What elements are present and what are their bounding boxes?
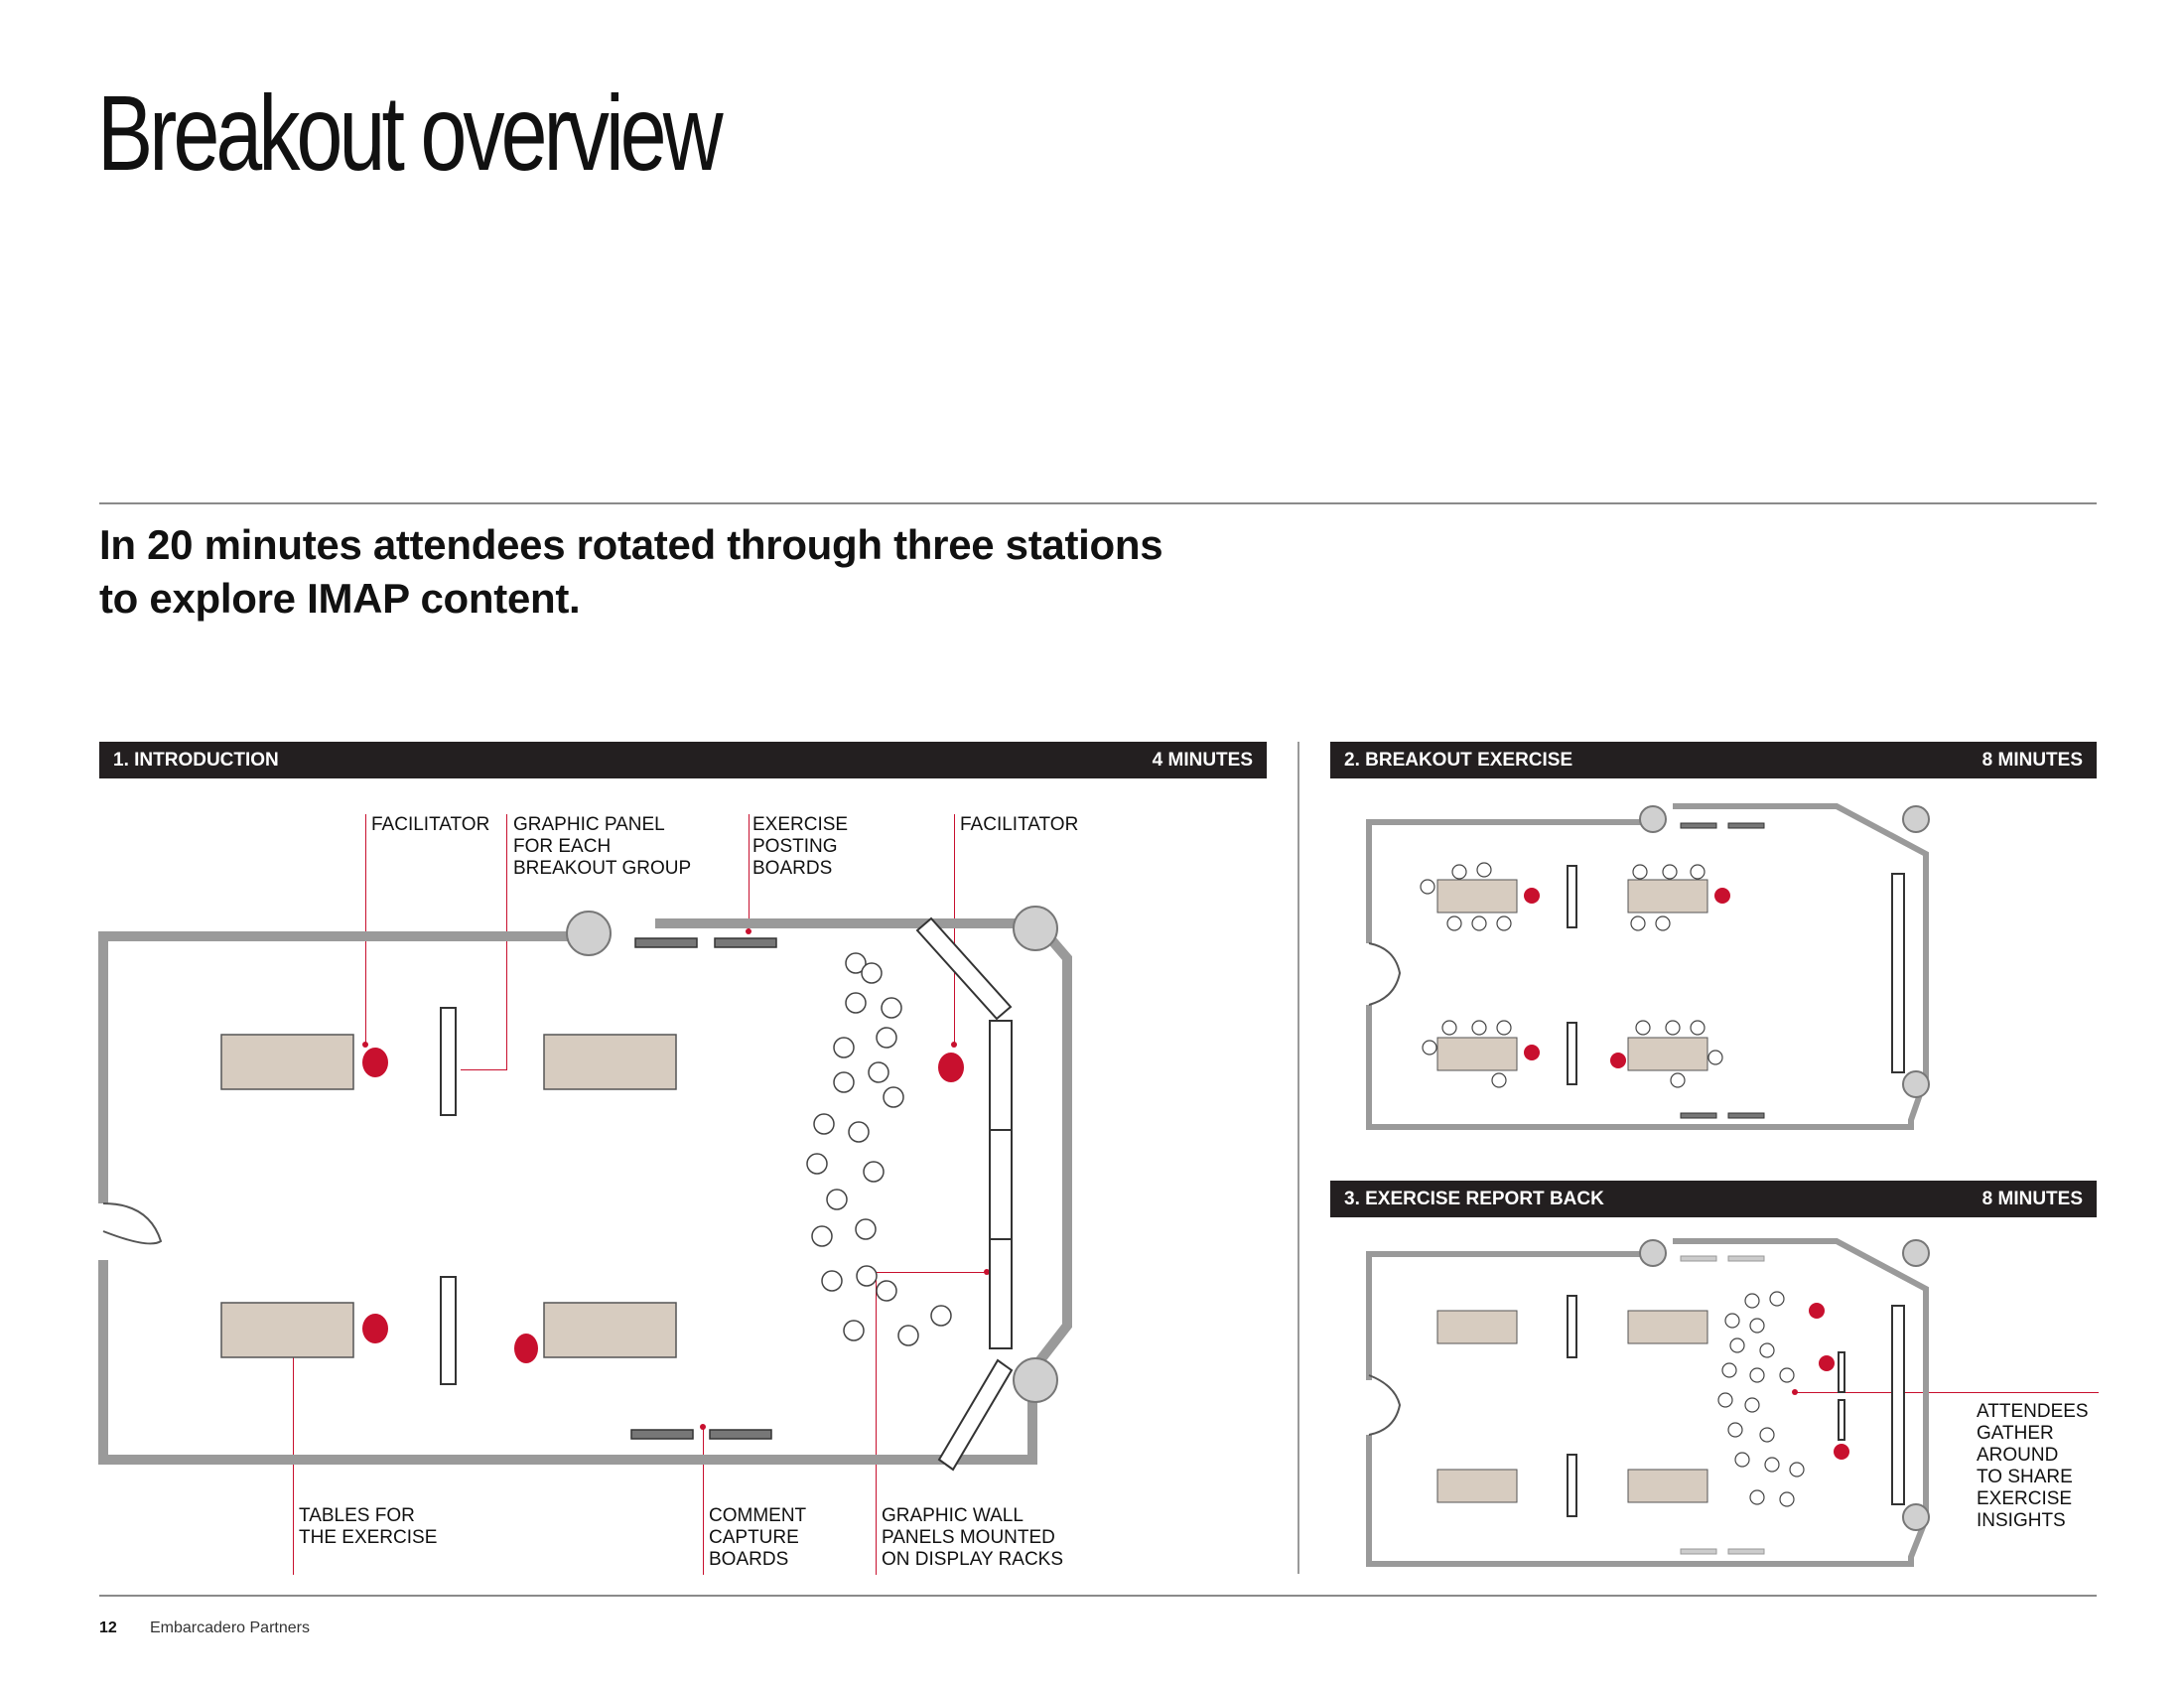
leader-dot [951, 1042, 957, 1048]
column-icon [1013, 1357, 1058, 1403]
leader-facilitator-left [365, 814, 366, 1045]
callout-graphic-wall: GRAPHIC WALL PANELS MOUNTED ON DISPLAY R… [882, 1505, 1064, 1570]
leader-dot [1792, 1389, 1798, 1395]
floor-plan-breakout [1365, 803, 1930, 1130]
station-1-header: 1. INTRODUCTION 4 MINUTES [99, 742, 1267, 778]
callout-exercise-boards: EXERCISE POSTING BOARDS [752, 814, 849, 879]
facilitator-icon [1809, 1303, 1849, 1460]
subtitle-line-1: In 20 minutes attendees rotated through … [99, 521, 1163, 568]
callout-attendees: ATTENDEES GATHER AROUND TO SHARE EXERCIS… [1977, 1401, 2089, 1531]
door-icon [102, 1202, 163, 1245]
floor-plan-report-back [1365, 1238, 1930, 1567]
table [1436, 1469, 1518, 1503]
callout-facilitator-right: FACILITATOR [960, 814, 1079, 835]
station-2-header: 2. BREAKOUT EXERCISE 8 MINUTES [1330, 742, 2097, 778]
leader-tables [293, 1331, 294, 1575]
column-divider [1297, 742, 1299, 1574]
station-1-name: 1. INTRODUCTION [113, 749, 279, 771]
attendee-icon [1717, 1291, 1805, 1507]
station-2-name: 2. BREAKOUT EXERCISE [1344, 749, 1573, 771]
door-icon [1368, 942, 1402, 1006]
graphic-panel [1567, 865, 1905, 1085]
column-icon [1639, 1239, 1667, 1267]
column-icon [1902, 1503, 1930, 1531]
table [1627, 1310, 1708, 1344]
column-icon [1639, 805, 1667, 833]
footer-company: Embarcadero Partners [150, 1619, 310, 1636]
column-icon [1902, 1239, 1930, 1267]
subtitle-line-2: to explore IMAP content. [99, 575, 581, 622]
page-title: Breakout overview [97, 72, 724, 193]
callout-comment-boards: COMMENT CAPTURE BOARDS [709, 1505, 807, 1570]
leader-comment-boards [703, 1427, 704, 1575]
page-number: 12 [99, 1619, 117, 1636]
leader-dot [984, 1269, 990, 1275]
table [543, 1302, 677, 1358]
table [1436, 1037, 1518, 1071]
leader-dot [362, 1042, 368, 1048]
attendee-icon [806, 952, 952, 1346]
station-3-name: 3. EXERCISE REPORT BACK [1344, 1188, 1604, 1209]
leader-attendees [1795, 1392, 2099, 1393]
table [1436, 1310, 1518, 1344]
table [1627, 1037, 1708, 1071]
table [1627, 1469, 1708, 1503]
leader-graphic-panel [506, 814, 507, 1069]
table [220, 1034, 354, 1090]
posting-board [1680, 822, 1765, 1119]
facilitator-icon [1524, 888, 1730, 1068]
station-3-header: 3. EXERCISE REPORT BACK 8 MINUTES [1330, 1181, 2097, 1217]
callout-tables: TABLES FOR THE EXERCISE [299, 1505, 438, 1548]
door-icon [1368, 1374, 1402, 1436]
table [1627, 879, 1708, 914]
table [1436, 879, 1518, 914]
table [543, 1034, 677, 1090]
callout-graphic-panel: GRAPHIC PANEL FOR EACH BREAKOUT GROUP [513, 814, 692, 879]
column-icon [1013, 906, 1058, 951]
leader-dot [746, 928, 751, 934]
table [220, 1302, 354, 1358]
leader-graphic-panel-h [461, 1069, 507, 1070]
posting-board [630, 937, 777, 1440]
attendee-icon [1420, 862, 1723, 1088]
leader-dot [700, 1424, 706, 1430]
graphic-panel [440, 1007, 457, 1385]
top-rule [99, 502, 2097, 504]
station-3-duration: 8 MINUTES [1981, 1188, 2083, 1209]
graphic-panel [1567, 1295, 1905, 1517]
column-icon [566, 911, 612, 956]
callout-facilitator-left: FACILITATOR [371, 814, 490, 835]
leader-graphic-wall-h [876, 1272, 987, 1273]
display-rack [915, 916, 1014, 1472]
bottom-rule [99, 1595, 2097, 1597]
posting-board [1680, 1255, 1765, 1555]
leader-graphic-wall [876, 1272, 877, 1575]
column-icon [1902, 805, 1930, 833]
station-2-duration: 8 MINUTES [1981, 749, 2083, 771]
station-1-duration: 4 MINUTES [1152, 749, 1253, 771]
column-icon [1902, 1070, 1930, 1098]
facilitator-icon [362, 1048, 964, 1363]
leader-facilitator-right [954, 814, 955, 1045]
leader-exercise-boards [749, 814, 750, 931]
room-walls [98, 918, 1072, 1465]
page-subtitle: In 20 minutes attendees rotated through … [99, 518, 1163, 626]
